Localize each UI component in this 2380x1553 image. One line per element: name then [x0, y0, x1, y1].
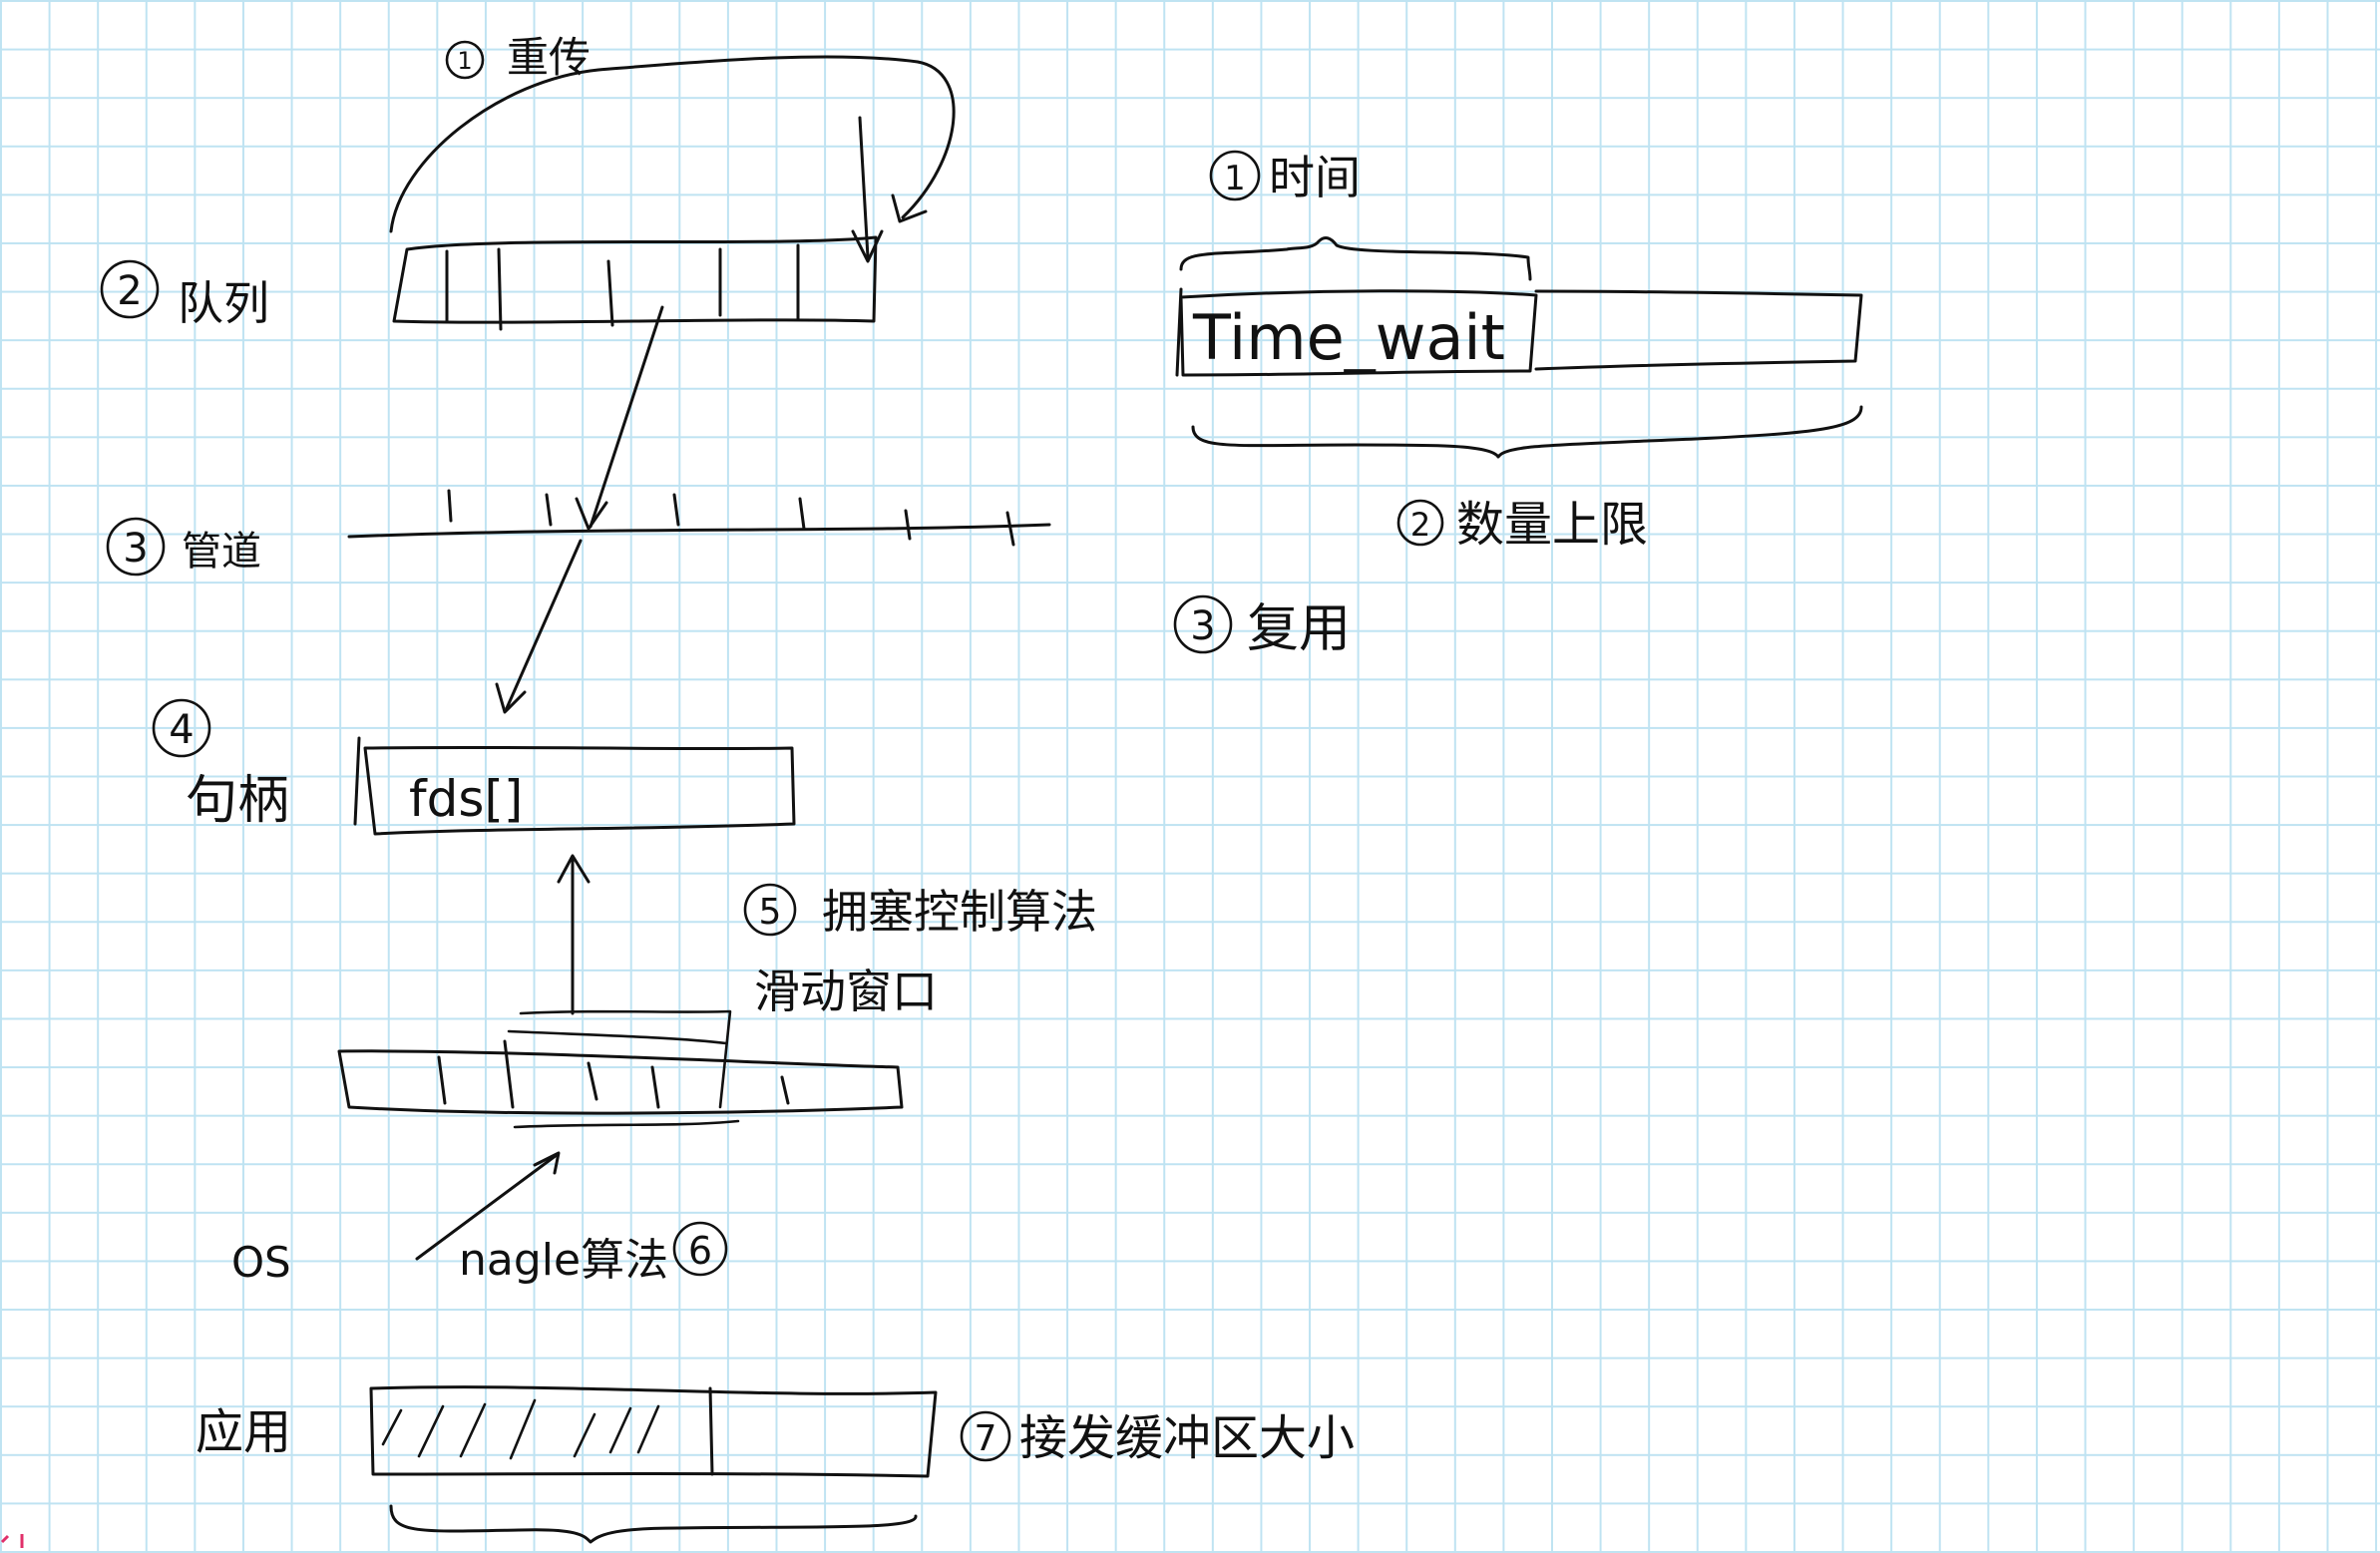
- queue-box: [392, 235, 878, 331]
- pipeline-line: [347, 489, 1051, 547]
- svg-text:滑动窗口: 滑动窗口: [754, 965, 938, 1018]
- pipeline-to-handle-arrow: [505, 539, 583, 710]
- retransmit-loop-arrow: [389, 55, 956, 233]
- congestion-label: 5 拥塞控制算法 滑动窗口: [743, 883, 1097, 1018]
- svg-text:6: 6: [688, 1229, 712, 1273]
- reuse-label: 3 复用: [1173, 594, 1351, 659]
- os-label: OS: [231, 1238, 291, 1287]
- svg-text:7: 7: [975, 1418, 997, 1459]
- svg-text:fds[]: fds[]: [409, 770, 523, 828]
- svg-text:Time_wait: Time_wait: [1192, 301, 1505, 374]
- retransmit-arrowhead-icon: [891, 194, 928, 223]
- time-brace: [1179, 236, 1532, 281]
- svg-text:接发缓冲区大小: 接发缓冲区大小: [1019, 1410, 1355, 1466]
- svg-text:队列: 队列: [178, 276, 269, 330]
- svg-text:3: 3: [1190, 603, 1215, 649]
- svg-text:管道: 管道: [182, 529, 261, 575]
- handle-label: 4 句柄: [152, 698, 289, 831]
- queue-to-pipeline-arrow: [589, 305, 664, 529]
- svg-text:复用: 复用: [1247, 599, 1351, 659]
- queue-label: 2 队列: [100, 259, 269, 330]
- pipeline-to-handle-arrowhead-icon: [495, 682, 527, 714]
- svg-text:时间: 时间: [1269, 151, 1361, 204]
- app-label: 应用: [196, 1404, 291, 1460]
- nagle-arrow: [415, 1153, 559, 1261]
- limit-brace: [1191, 405, 1863, 459]
- time-wait-box: Time_wait: [1175, 287, 1863, 377]
- app-buffer: [369, 1385, 938, 1544]
- svg-text:3: 3: [123, 526, 148, 572]
- svg-text:数量上限: 数量上限: [1456, 497, 1648, 553]
- page-edge-mark: [0, 1534, 24, 1548]
- window-up-arrowhead-icon: [557, 854, 591, 884]
- pipeline-label: 3 管道: [106, 517, 261, 577]
- svg-text:5: 5: [759, 892, 782, 933]
- queue-entry-arrow: [858, 116, 870, 259]
- svg-text:1: 1: [1224, 159, 1246, 198]
- svg-text:2: 2: [1410, 506, 1430, 544]
- buffer-size-label: 7 接发缓冲区大小: [960, 1410, 1355, 1466]
- svg-text:2: 2: [117, 268, 142, 314]
- svg-text:1: 1: [457, 47, 472, 75]
- svg-text:拥塞控制算法: 拥塞控制算法: [822, 885, 1097, 939]
- time-label: 1 时间: [1209, 150, 1361, 204]
- limit-label: 2 数量上限: [1396, 497, 1648, 553]
- svg-text:句柄: 句柄: [186, 771, 289, 831]
- svg-text:4: 4: [169, 707, 194, 753]
- nagle-label: nagle算法 6: [459, 1221, 728, 1286]
- handle-box: fds[]: [353, 736, 796, 836]
- queue-to-pipeline-arrowhead-icon: [575, 497, 608, 531]
- svg-text:nagle算法: nagle算法: [459, 1235, 668, 1286]
- svg-text:重传: 重传: [507, 33, 591, 82]
- nagle-arrowhead-icon: [533, 1151, 561, 1175]
- sliding-window-buffer: [337, 1009, 904, 1129]
